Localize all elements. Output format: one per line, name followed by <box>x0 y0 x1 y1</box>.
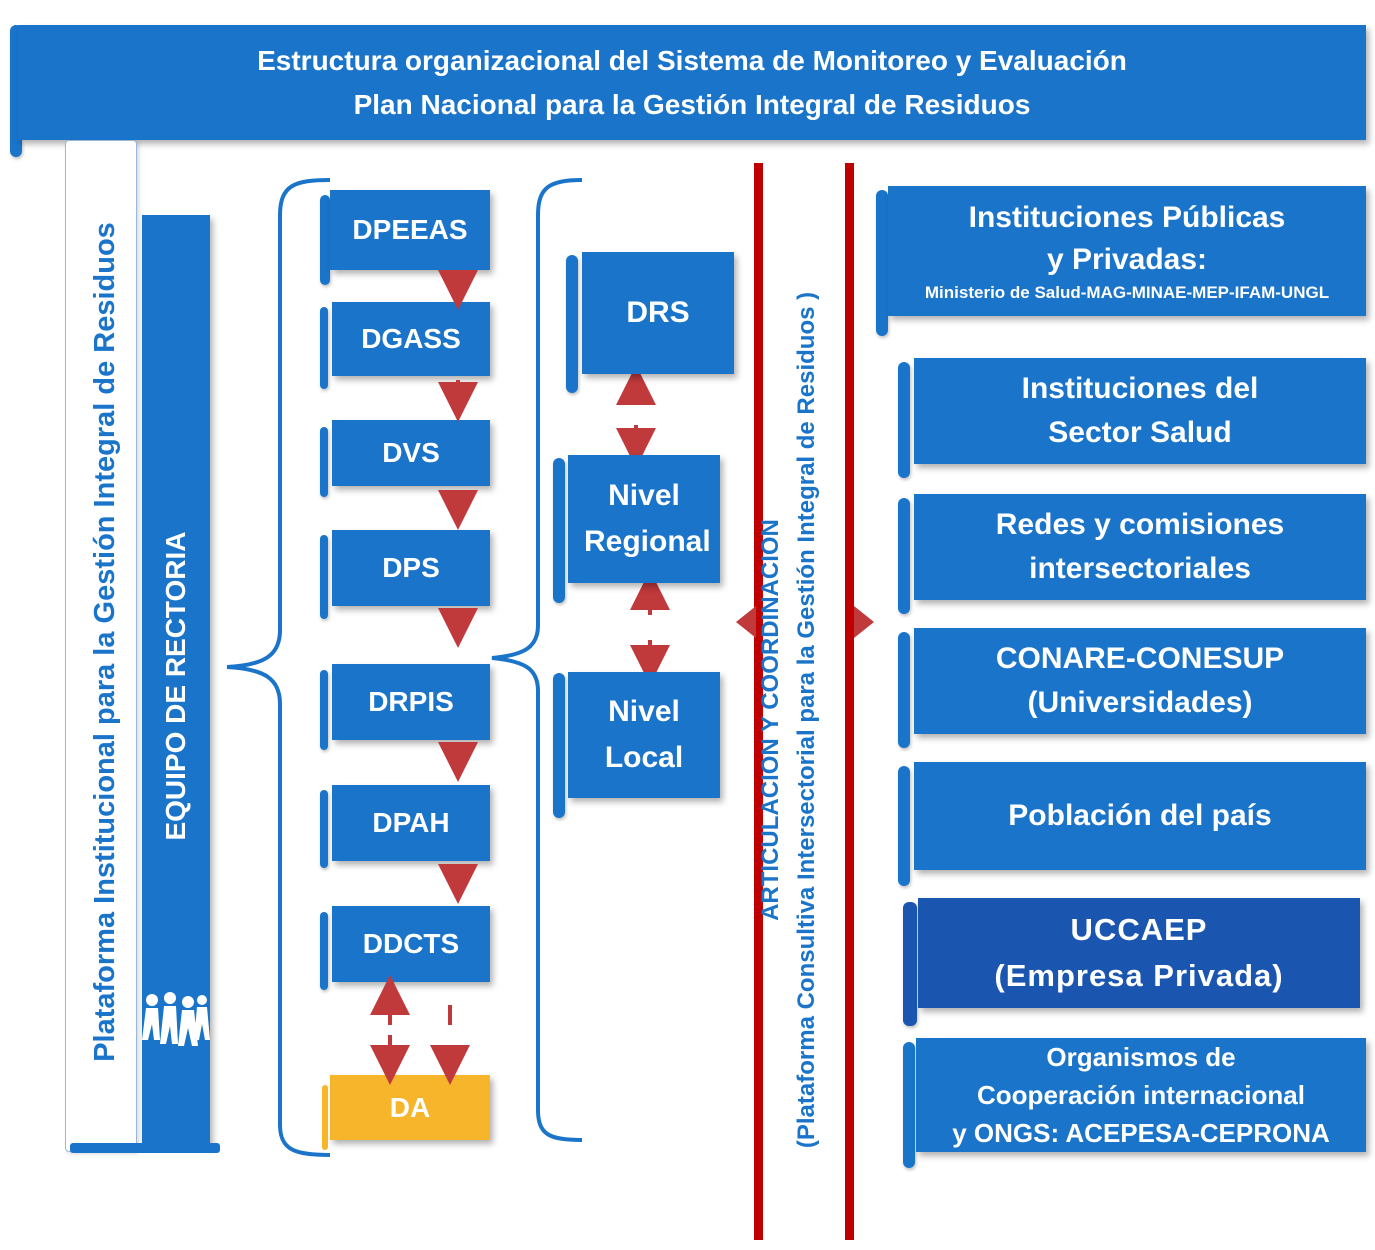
rectoria-team-bar <box>142 215 210 1145</box>
stakeholder-networks: Redes y comisiones intersectoriales <box>914 494 1366 600</box>
directorate-curl <box>320 670 328 750</box>
stakeholder-curl <box>903 902 917 1026</box>
coordination-line-right <box>845 163 854 1240</box>
level-box-regional: Nivel Regional <box>568 455 720 583</box>
da-box: DA <box>330 1075 490 1140</box>
middle-brace <box>491 178 583 1142</box>
da-curl <box>322 1085 328 1150</box>
stakeholder-public-private: Instituciones Públicas y Privadas: Minis… <box>888 186 1366 316</box>
stakeholder-universities: CONARE-CONESUP (Universidades) <box>914 628 1366 734</box>
directorate-box: DGASS <box>332 302 490 376</box>
title-line-1: Estructura organizacional del Sistema de… <box>257 44 1127 76</box>
stakeholder-curl <box>898 498 910 614</box>
directorate-curl <box>320 790 328 868</box>
directorate-box: DRPIS <box>332 664 490 740</box>
level-box-local: Nivel Local <box>568 672 720 798</box>
stakeholder-curl <box>903 1042 915 1168</box>
title-line-2: Plan Nacional para la Gestión Integral d… <box>353 88 1031 120</box>
stakeholder-curl <box>876 190 888 336</box>
rectoria-bar-base <box>70 1143 220 1153</box>
stakeholder-curl <box>898 766 910 886</box>
coordination-line-left <box>754 163 763 1240</box>
stakeholder-curl <box>898 362 910 478</box>
stakeholder-private-sector: UCCAEP (Empresa Privada) <box>918 898 1360 1008</box>
stakeholder-curl <box>898 632 910 748</box>
level-curl <box>553 458 565 603</box>
coordination-arrow-icon <box>736 606 874 638</box>
left-brace <box>226 178 331 1157</box>
level-curl <box>553 673 565 818</box>
platform-scroll <box>65 140 137 1152</box>
directorate-curl <box>320 195 330 285</box>
directorate-box: DPS <box>332 530 490 606</box>
directorate-box: DPEEAS <box>330 190 490 270</box>
level-box-drs: DRS <box>582 252 734 374</box>
directorate-box: DPAH <box>332 785 490 861</box>
directorate-box: DDCTS <box>332 906 490 982</box>
level-curl <box>566 255 578 393</box>
directorate-curl <box>320 912 328 990</box>
people-group-icon <box>142 992 210 1046</box>
directorate-curl <box>320 307 328 389</box>
title-banner: Estructura organizacional del Sistema de… <box>18 25 1366 140</box>
directorate-curl <box>320 535 328 619</box>
coordination-label: ARTICULACION Y COORDINACION (Plataforma … <box>757 291 820 1149</box>
directorate-curl <box>320 427 328 497</box>
stakeholder-health-sector: Instituciones del Sector Salud <box>914 358 1366 464</box>
stakeholder-cooperation: Organismos de Cooperación internacional … <box>916 1038 1366 1152</box>
directorate-box: DVS <box>332 420 490 486</box>
stakeholder-population: Población del país <box>914 762 1366 870</box>
